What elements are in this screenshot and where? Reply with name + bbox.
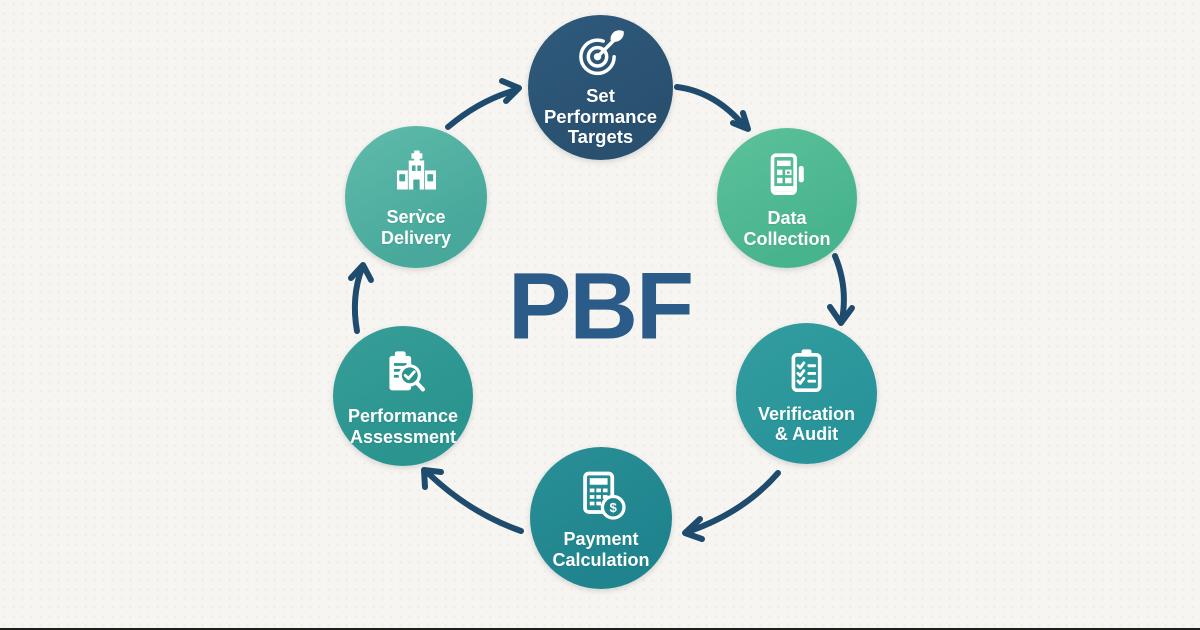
node-label: Set Performance Targets: [543, 84, 658, 148]
node-set-performance-targets: Set Performance Targets: [528, 15, 673, 160]
node-data-collection: Data Collection: [717, 128, 857, 268]
node-label: Data Collection: [743, 208, 831, 249]
data-report-icon: [770, 153, 804, 196]
node-verification-audit: Verification & Audit: [736, 323, 877, 464]
node-label: Verification & Audit: [757, 403, 856, 444]
hospital-building-icon: [396, 150, 436, 190]
arrow-assessment-to-service: [348, 262, 374, 334]
arrow-data-to-verification: [827, 253, 855, 326]
arrow-service-to-targets: [445, 78, 522, 130]
diagram-title: PBF: [508, 253, 694, 360]
target-dart-icon: [578, 30, 624, 76]
node-payment-calculation: $ Payment Calculation: [530, 447, 672, 589]
checklist-clipboard-icon: [791, 349, 821, 392]
clipboard-magnifier-icon: [389, 351, 425, 392]
node-label: Serv̀ce Delivery: [380, 207, 452, 248]
arrow-verification-to-payment: [682, 470, 781, 542]
node-service-delivery: Serv̀ce Delivery: [345, 126, 487, 268]
node-performance-assessment: Performance Assessment: [333, 326, 473, 466]
svg-text:$: $: [610, 500, 618, 515]
calculator-dollar-icon: $: [583, 471, 626, 521]
arrow-payment-to-assessment: [421, 467, 524, 534]
node-label: Payment Calculation: [552, 529, 650, 570]
node-label: Performance Assessment: [347, 406, 459, 447]
arrow-targets-to-data: [674, 84, 751, 132]
